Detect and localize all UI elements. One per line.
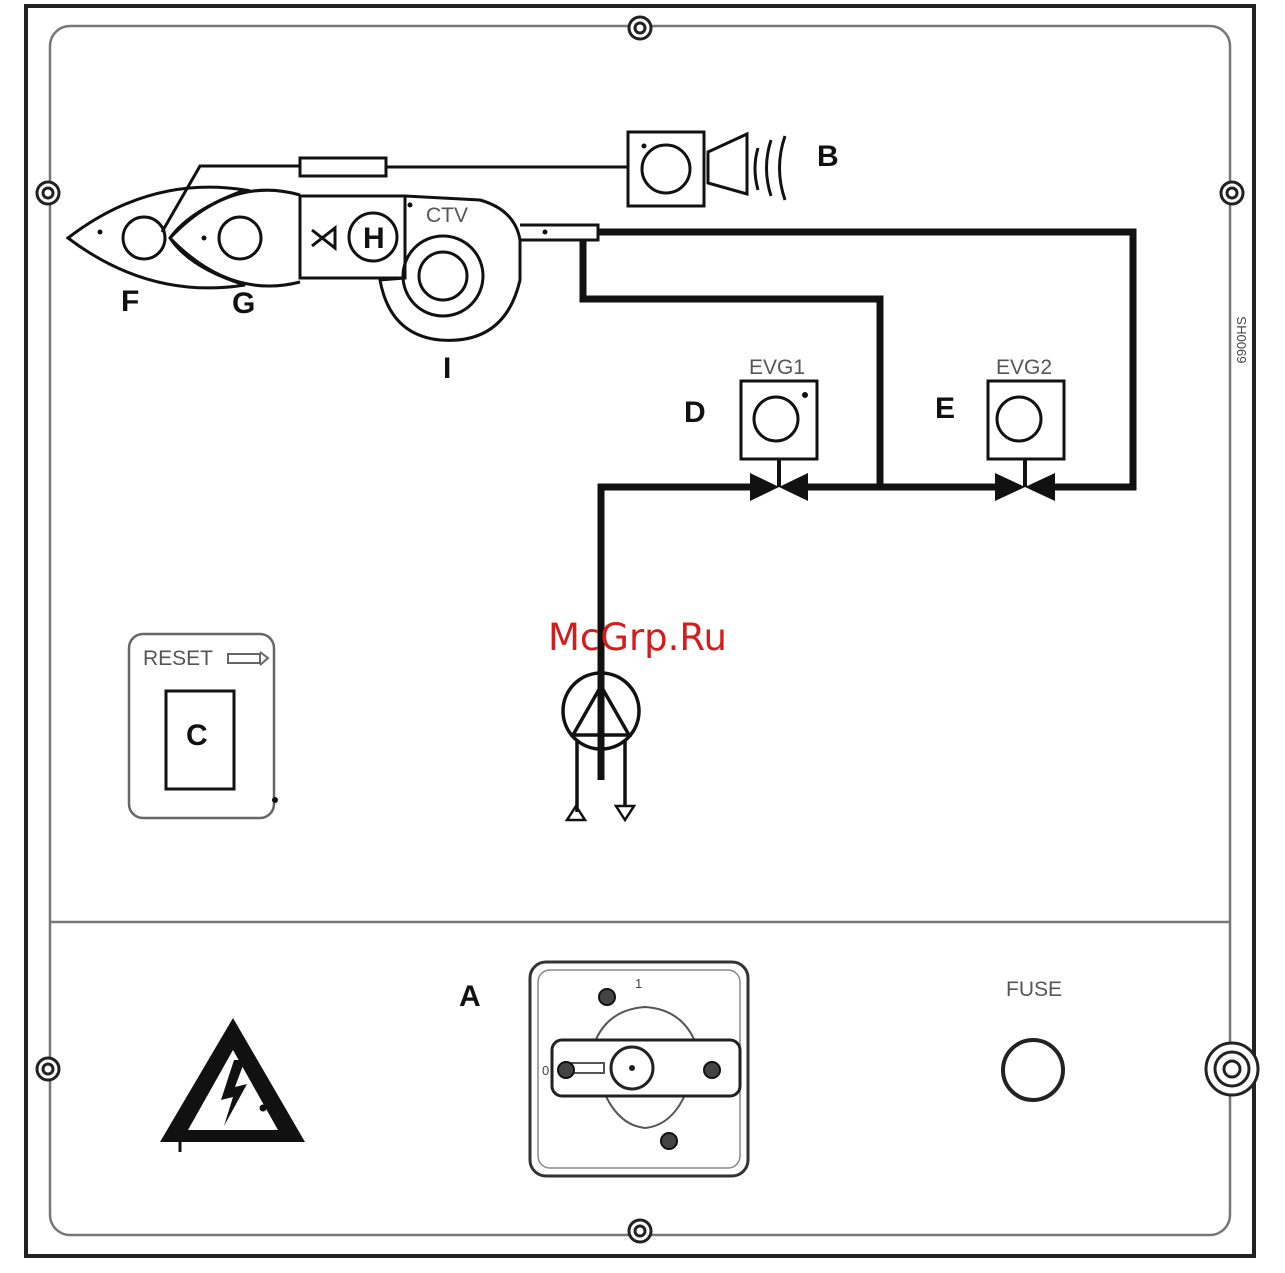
label-g: G <box>232 287 255 320</box>
evg2-label: EVG2 <box>996 356 1052 379</box>
flame-dot-f <box>98 230 103 235</box>
label-i: I <box>443 352 451 385</box>
detector-dot <box>642 144 647 149</box>
watermark: McGrp.Ru <box>548 616 727 659</box>
fuse-label: FUSE <box>1006 978 1062 1001</box>
label-b: B <box>817 140 839 173</box>
fuse-holder[interactable] <box>1003 1040 1063 1100</box>
ctv-label: CTV <box>426 204 468 227</box>
label-f: F <box>121 285 139 318</box>
label-h: H <box>363 222 385 255</box>
label-a: A <box>459 980 481 1013</box>
housing-dot <box>408 203 413 208</box>
reset-dot <box>272 797 278 803</box>
reset-label: RESET <box>143 647 213 670</box>
switch-off-label: 0 <box>542 1063 549 1078</box>
switch-on-label: 1 <box>635 976 642 991</box>
label-e: E <box>935 392 955 425</box>
drawing-code: 6900HS <box>1234 316 1249 363</box>
flame-dot-g <box>202 236 207 241</box>
housing-dot-2 <box>543 230 548 235</box>
evg1-dot <box>802 392 808 398</box>
label-c: C <box>186 719 208 752</box>
evg1-label: EVG1 <box>749 356 805 379</box>
label-d: D <box>684 396 706 429</box>
